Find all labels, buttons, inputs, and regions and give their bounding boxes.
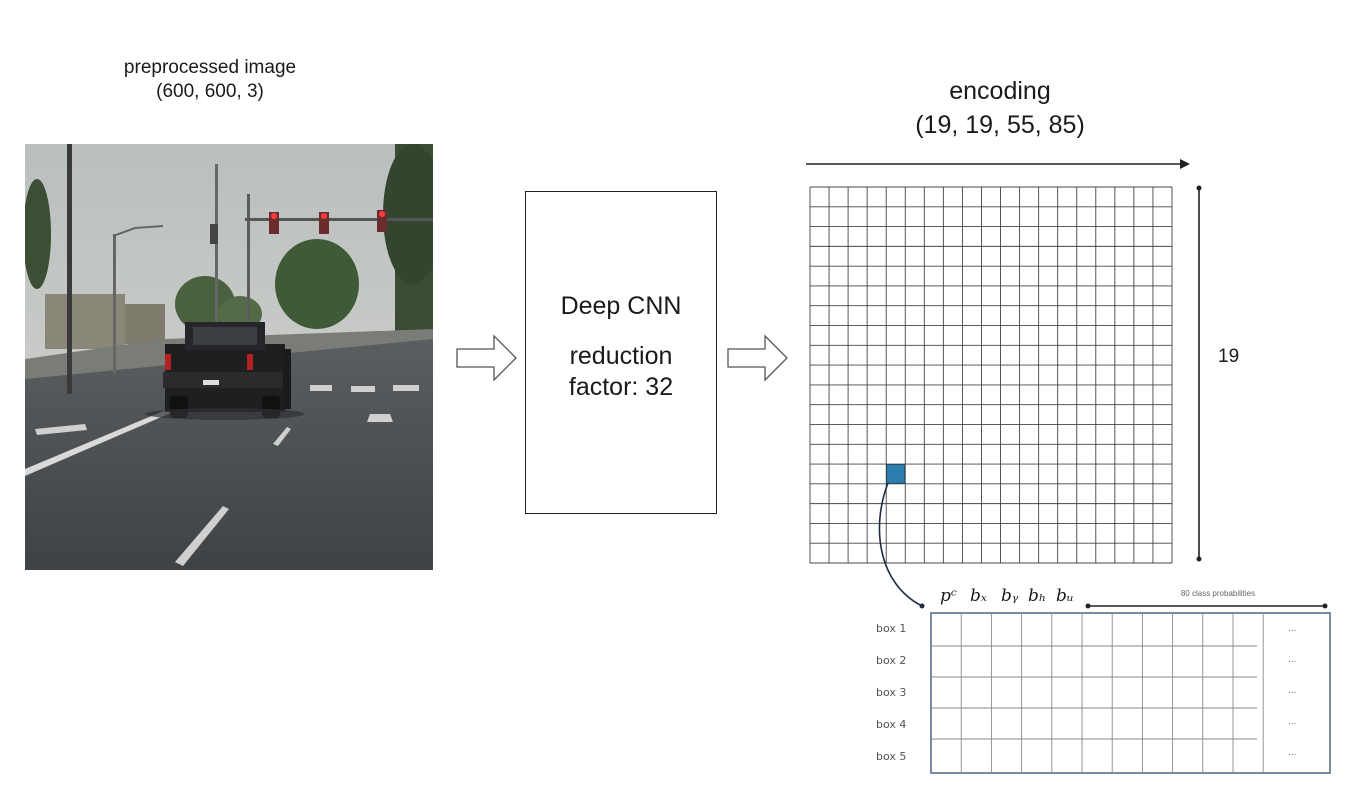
- input-image-label: preprocessed image: [123, 57, 297, 78]
- preprocessed-street-photo: [25, 144, 433, 570]
- encoding-shape: (19, 19, 55, 85): [915, 111, 1085, 139]
- encoding-grid: [809, 186, 1173, 564]
- box-row-label: box 4: [876, 718, 907, 731]
- row-ellipsis: ...: [1288, 748, 1297, 758]
- detail-table: ...............: [930, 612, 1331, 774]
- cnn-reduction-line1: reduction: [569, 341, 673, 370]
- right-arrow-icon: [456, 334, 517, 382]
- highlighted-grid-cell: [886, 464, 906, 484]
- cnn-reduction-line2: factor: 32: [568, 372, 674, 401]
- vector-component-label: bₕ: [1028, 586, 1047, 606]
- row-ellipsis: ...: [1288, 624, 1297, 634]
- class-probabilities-label: 80 class probabilities: [1180, 589, 1256, 598]
- vector-component-label: bᵧ: [1001, 586, 1019, 606]
- vector-component-label: bₓ: [970, 586, 987, 606]
- vector-component-label: bᵤ: [1056, 586, 1074, 606]
- box-row-label: box 3: [876, 686, 907, 699]
- cnn-reduction-label: reduction factor: 32: [569, 341, 673, 403]
- input-image-title: preprocessed image (600, 600, 3): [70, 56, 350, 104]
- row-ellipsis: ...: [1288, 655, 1297, 665]
- row-ellipsis: ...: [1288, 717, 1297, 727]
- cnn-title: Deep CNN: [560, 291, 682, 320]
- right-arrow-icon: [727, 334, 788, 382]
- box-row-label: box 5: [876, 750, 907, 763]
- vector-component-label: pᶜ: [940, 586, 957, 606]
- encoding-title: encoding: [949, 77, 1051, 105]
- deep-cnn-box: Deep CNN reduction factor: 32: [525, 191, 717, 514]
- encoding-title-block: encoding (19, 19, 55, 85): [880, 74, 1120, 142]
- box-row-label: box 1: [876, 622, 907, 635]
- grid-side-dimension-label: 19: [1218, 346, 1240, 367]
- cell-connector-curve: [878, 482, 923, 607]
- detail-table-border: [930, 612, 1331, 774]
- row-ellipsis: ...: [1288, 686, 1297, 696]
- arrowhead-icon: [1180, 159, 1190, 169]
- input-image-shape: (600, 600, 3): [156, 81, 264, 102]
- box-row-label: box 2: [876, 654, 907, 667]
